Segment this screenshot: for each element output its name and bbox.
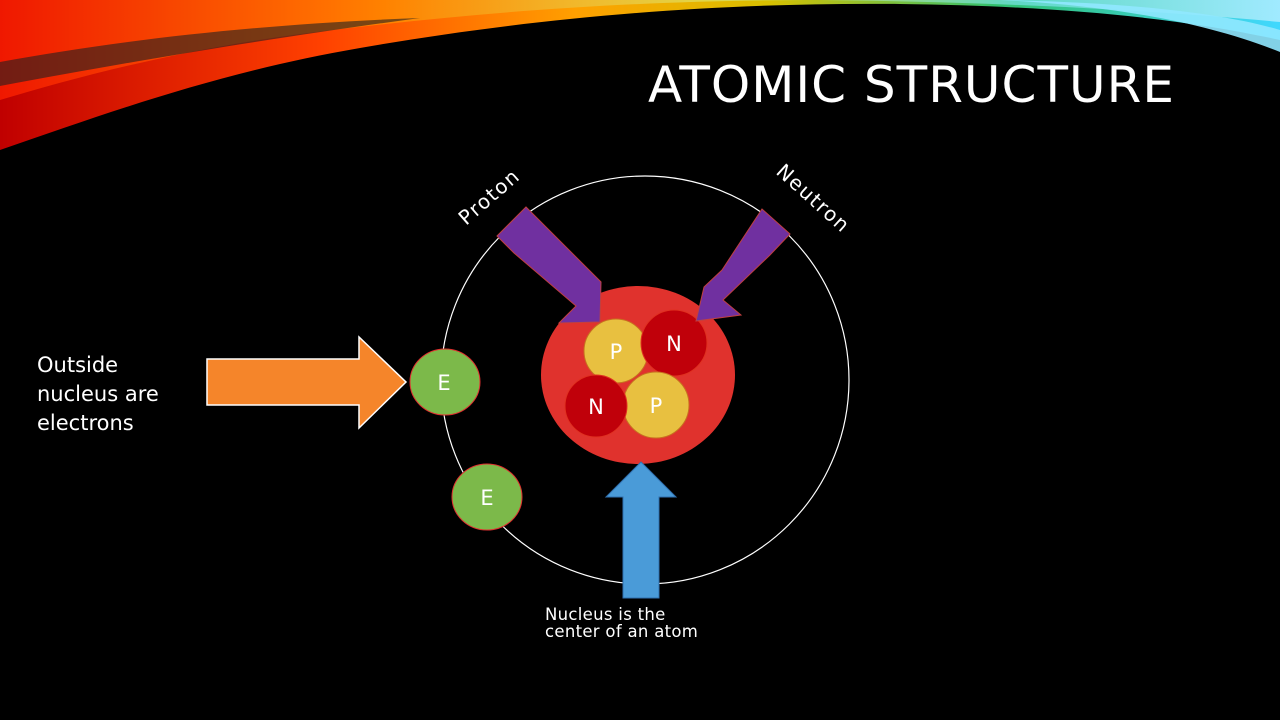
neutron-particle <box>640 309 708 377</box>
electrons-caption: Outside nucleus are electrons <box>37 351 207 438</box>
slide-title: ATOMIC STRUCTURE <box>648 56 1175 114</box>
electrons-caption-line: Outside <box>37 353 119 377</box>
proton-symbol: P <box>650 394 663 418</box>
neutron-symbol: N <box>666 332 682 356</box>
electrons-caption-line: nucleus are <box>37 382 159 406</box>
nucleus-caption: Nucleus is the center of an atom <box>545 606 765 640</box>
proton-symbol: P <box>610 340 623 364</box>
electron-pointer-arrow <box>206 335 408 430</box>
electrons-caption-line: electrons <box>37 411 134 435</box>
proton-pointer-arrow <box>496 206 602 324</box>
neutron-symbol: N <box>588 395 604 419</box>
neutron-pointer-arrow <box>695 208 791 322</box>
electron-particle <box>451 463 523 531</box>
electron-symbol: E <box>480 486 493 510</box>
neutron-particle <box>564 374 628 438</box>
decorative-swoosh <box>0 0 1280 150</box>
neutron-label: Neutron <box>772 159 856 238</box>
nucleus-caption-line: center of an atom <box>545 622 699 641</box>
nucleus-caption-line: Nucleus is the <box>545 605 666 624</box>
nucleus-pointer-arrow <box>604 461 678 599</box>
electron-symbol: E <box>437 371 450 395</box>
electron-particle <box>409 348 481 416</box>
